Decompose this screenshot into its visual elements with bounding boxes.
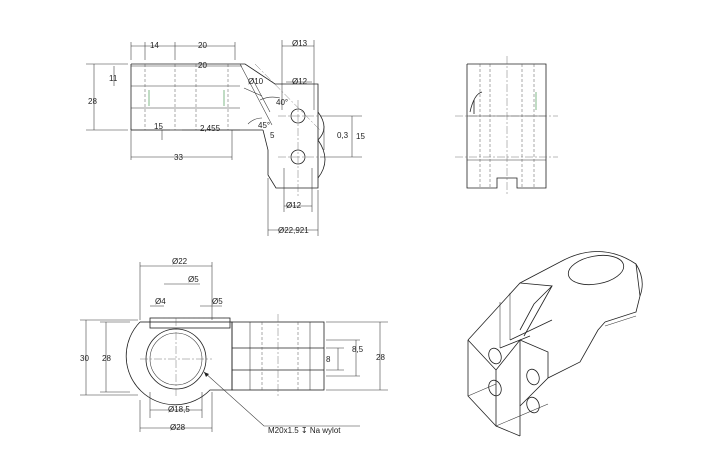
dim-dia4: Ø4 [155, 297, 166, 306]
dim-85: 8,5 [352, 345, 364, 354]
dim-33: 33 [174, 153, 183, 162]
dim-30: 30 [80, 354, 89, 363]
dim-dia22: Ø22 [172, 257, 188, 266]
angle-40: 40° [276, 98, 288, 107]
thread-note: M20x1.5 ↧ Na wylot [268, 426, 341, 435]
dim-dia10: Ø10 [248, 77, 264, 86]
dim-dia12-bottom: Ø12 [286, 201, 302, 210]
isometric-view [467, 251, 643, 437]
dim-dia13-top: Ø13 [292, 39, 308, 48]
dim-dia5-top: Ø5 [188, 275, 199, 284]
dim-15: 15 [154, 122, 163, 131]
dim-dia185: Ø18,5 [168, 405, 190, 414]
dim-15-right: 15 [356, 132, 365, 141]
dim-20-top: 20 [198, 41, 207, 50]
bottom-view: Ø22 Ø5 Ø4 Ø5 30 28 Ø18,5 Ø28 8,5 8 28 M2… [80, 257, 388, 435]
dim-03: 0,3 [337, 131, 349, 140]
dim-14: 14 [150, 41, 159, 50]
dim-2455: 2,455 [200, 124, 221, 133]
dim-28: 28 [88, 97, 97, 106]
dim-dia22921: Ø22,921 [278, 226, 309, 235]
dim-dia12-top: Ø12 [292, 77, 308, 86]
front-view: 14 20 20 11 28 15 2,455 33 Ø13 Ø12 Ø10 4… [86, 39, 365, 236]
side-view [455, 56, 558, 196]
dim-dia28: Ø28 [170, 423, 186, 432]
angle-45: 45° [258, 121, 270, 130]
dim-28-left: 28 [102, 354, 111, 363]
dim-dia5-right: Ø5 [212, 297, 223, 306]
dim-11: 11 [109, 74, 118, 83]
dim-5: 5 [270, 131, 275, 140]
dim-8: 8 [326, 355, 331, 364]
dim-28-right: 28 [376, 353, 385, 362]
dim-20-inner: 20 [198, 61, 207, 70]
